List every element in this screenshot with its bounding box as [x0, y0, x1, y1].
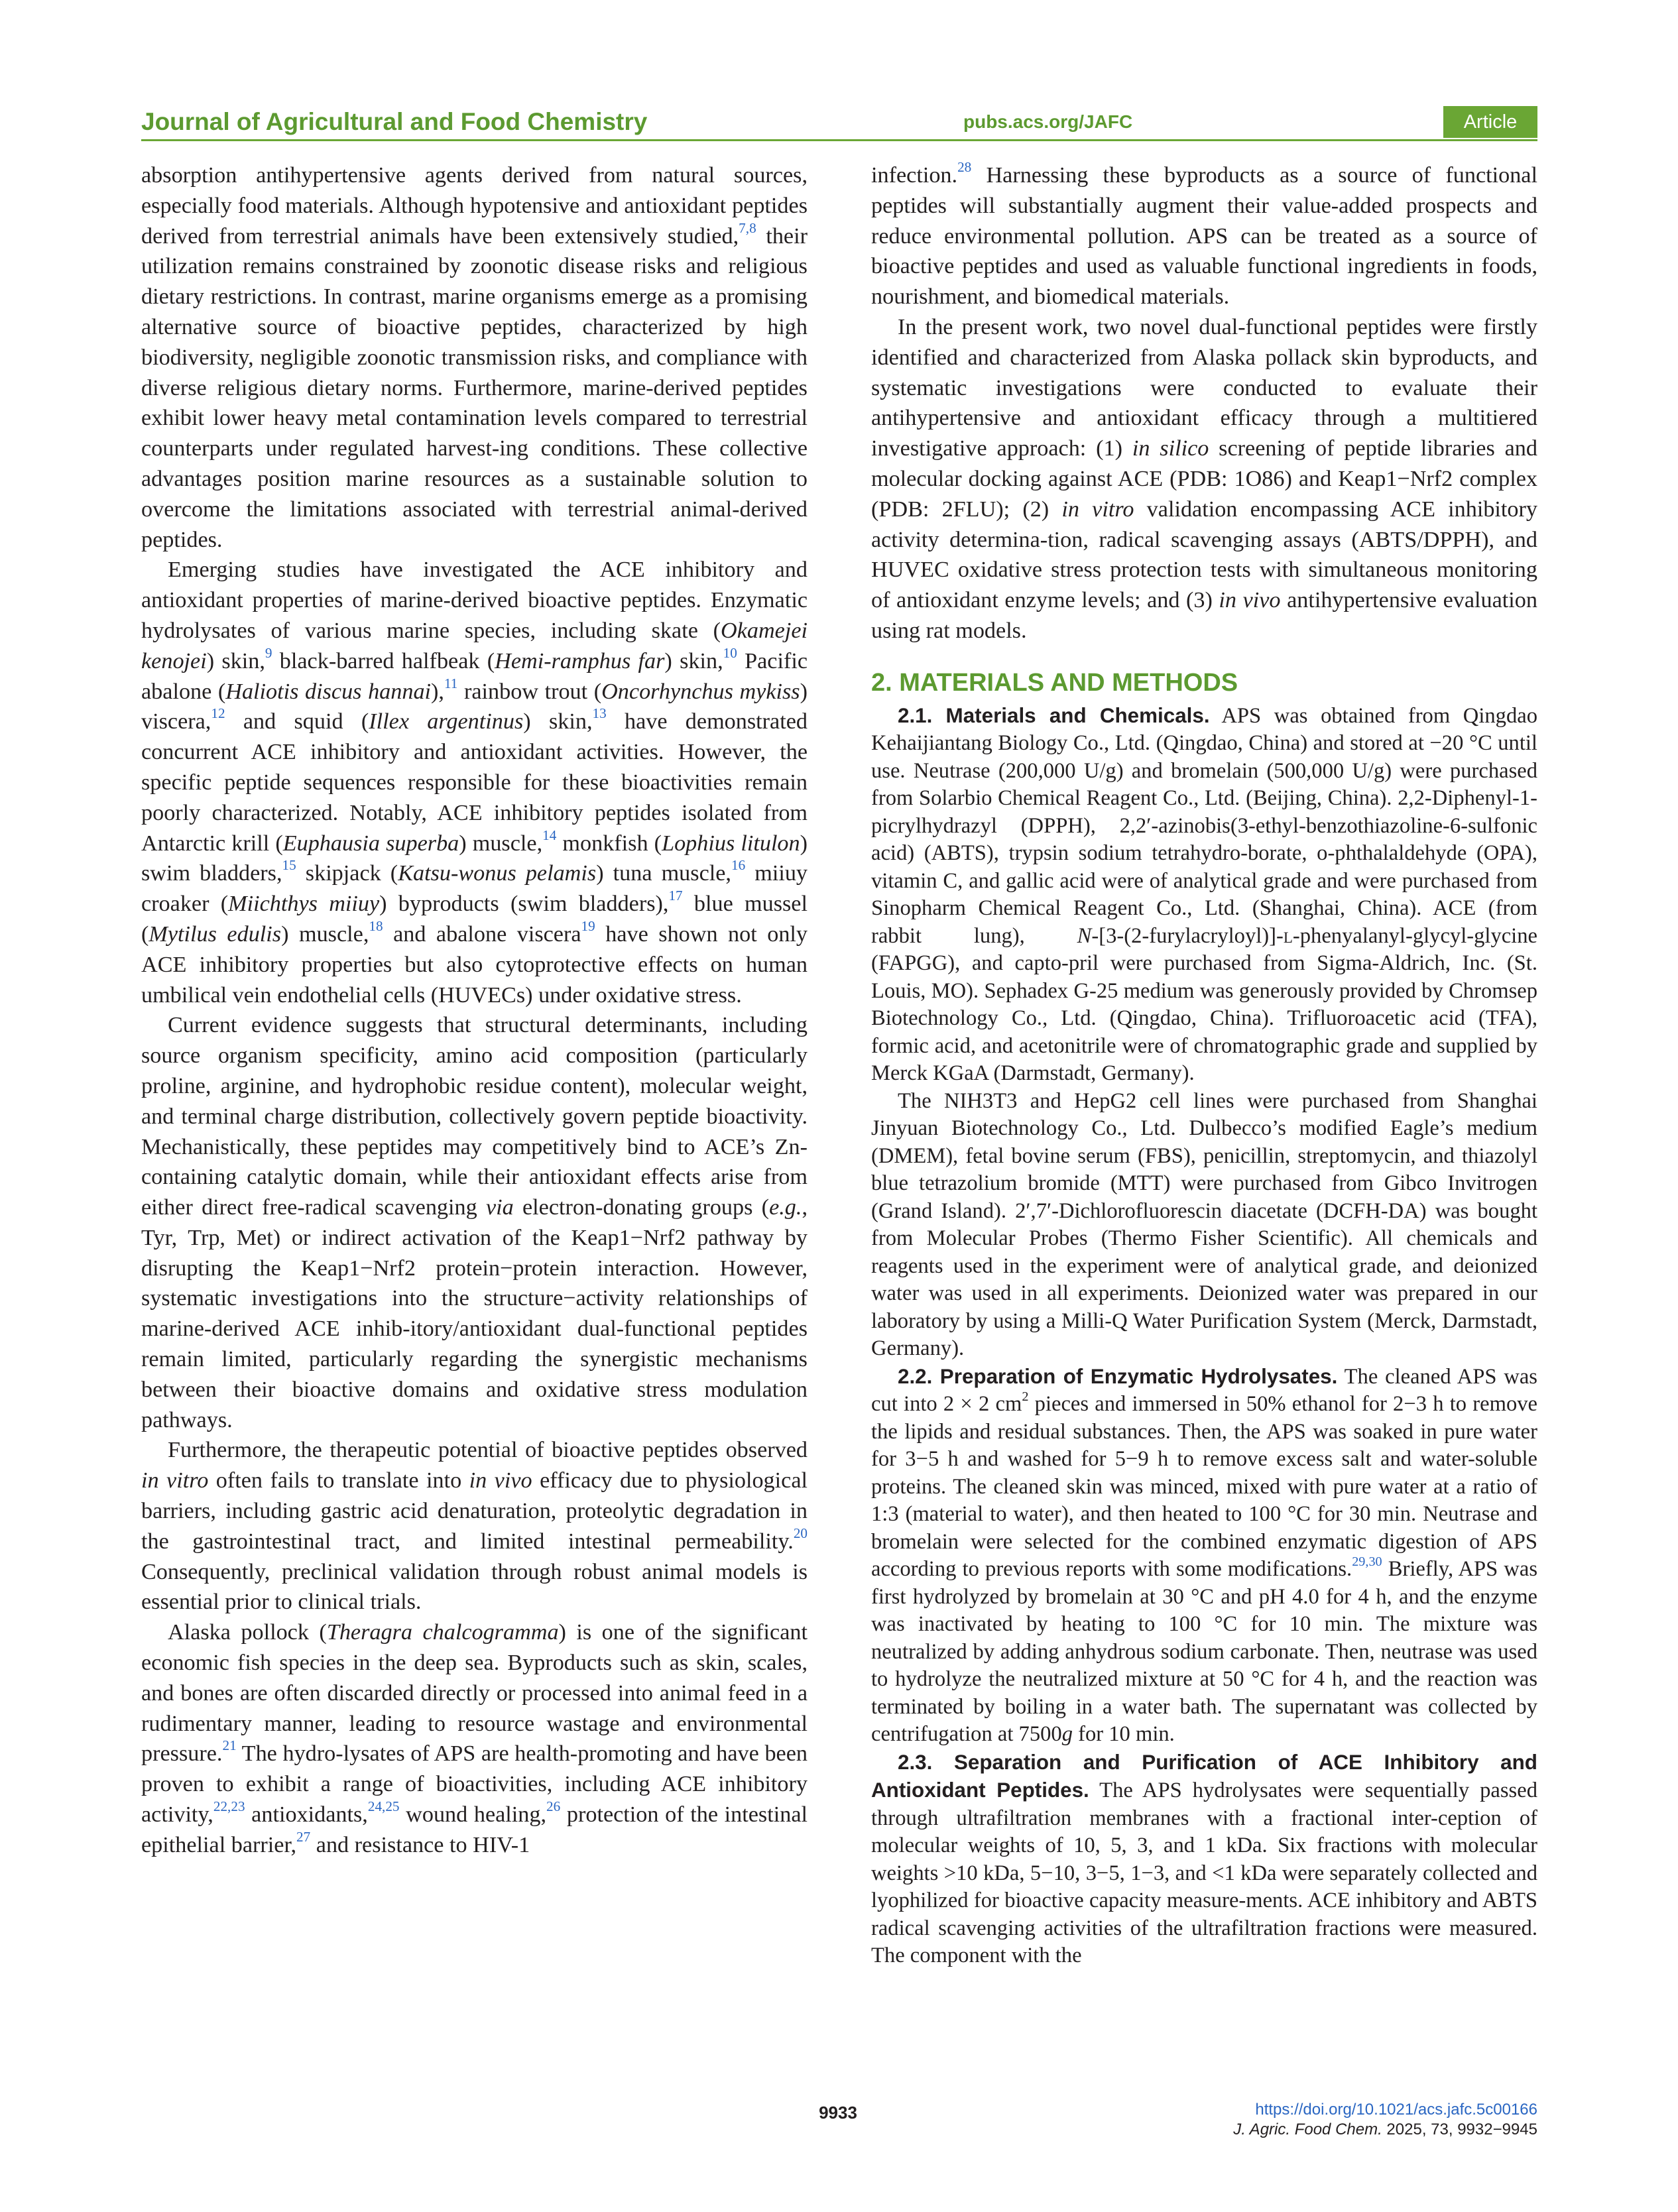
reference-link[interactable]: 26 — [546, 1798, 561, 1815]
paragraph: In the present work, two novel dual-func… — [871, 314, 1537, 643]
paragraph: Furthermore, the therapeutic potential o… — [141, 1438, 808, 1615]
reference-link[interactable]: 17 — [668, 888, 683, 904]
subsection-heading: 2.2. Preparation of Enzymatic Hydrolysat… — [898, 1364, 1338, 1388]
paragraph: 2.1. Materials and Chemicals. APS was ob… — [871, 703, 1537, 1086]
paragraph: Emerging studies have investigated the A… — [141, 557, 808, 1008]
doi-link[interactable]: https://doi.org/10.1021/acs.jafc.5c00166 — [1255, 2101, 1537, 2119]
reference-link[interactable]: 19 — [581, 918, 595, 935]
reference-link[interactable]: 12 — [211, 705, 225, 722]
section-heading: 2. MATERIALS AND METHODS — [871, 668, 1238, 697]
reference-link[interactable]: 13 — [592, 705, 607, 722]
reference-link[interactable]: 18 — [369, 918, 383, 935]
reference-link[interactable]: 9 — [265, 644, 272, 661]
paragraph: Current evidence suggests that structura… — [141, 1013, 808, 1432]
article-type-badge: Article — [1443, 106, 1537, 138]
reference-link[interactable]: 10 — [723, 644, 737, 661]
header-divider — [141, 139, 1537, 141]
paragraph: 2.3. Separation and Purification of ACE … — [871, 1750, 1537, 1968]
reference-link[interactable]: 15 — [282, 857, 296, 874]
right-column: infection.28 Harnessing these byproducts… — [871, 160, 1537, 1970]
citation: J. Agric. Food Chem. 2025, 73, 9932−9945 — [1233, 2121, 1537, 2138]
reference-link[interactable]: 27 — [296, 1828, 311, 1845]
subsection-heading: 2.1. Materials and Chemicals. — [898, 703, 1210, 727]
journal-url-link[interactable]: pubs.acs.org/JAFC — [963, 111, 1133, 132]
running-header: Journal of Agricultural and Food Chemist… — [141, 106, 1537, 141]
reference-link[interactable]: 24,25 — [367, 1798, 400, 1815]
reference-link[interactable]: 7,8 — [739, 219, 756, 236]
reference-link[interactable]: 16 — [731, 857, 746, 874]
page-number: 9933 — [819, 2103, 857, 2123]
left-column: absorption antihypertensive agents deriv… — [141, 160, 808, 1861]
reference-link[interactable]: 20 — [793, 1525, 808, 1541]
reference-link[interactable]: 22,23 — [213, 1798, 245, 1815]
journal-title[interactable]: Journal of Agricultural and Food Chemist… — [141, 108, 648, 135]
reference-link[interactable]: 14 — [542, 827, 557, 843]
paragraph: Alaska pollock (Theragra chalcogramma) i… — [141, 1620, 808, 1857]
paragraph: infection.28 Harnessing these byproducts… — [871, 159, 1537, 310]
reference-link[interactable]: 21 — [222, 1737, 237, 1754]
paragraph: The NIH3T3 and HepG2 cell lines were pur… — [871, 1088, 1537, 1361]
reference-link[interactable]: 29,30 — [1352, 1554, 1382, 1570]
paragraph: 2.2. Preparation of Enzymatic Hydrolysat… — [871, 1364, 1538, 1747]
paragraph: absorption antihypertensive agents deriv… — [141, 163, 808, 552]
reference-link[interactable]: 11 — [444, 675, 458, 691]
subsection-heading: 2.3. Separation and Purification of ACE … — [871, 1750, 1537, 1802]
reference-link[interactable]: 28 — [957, 159, 972, 176]
